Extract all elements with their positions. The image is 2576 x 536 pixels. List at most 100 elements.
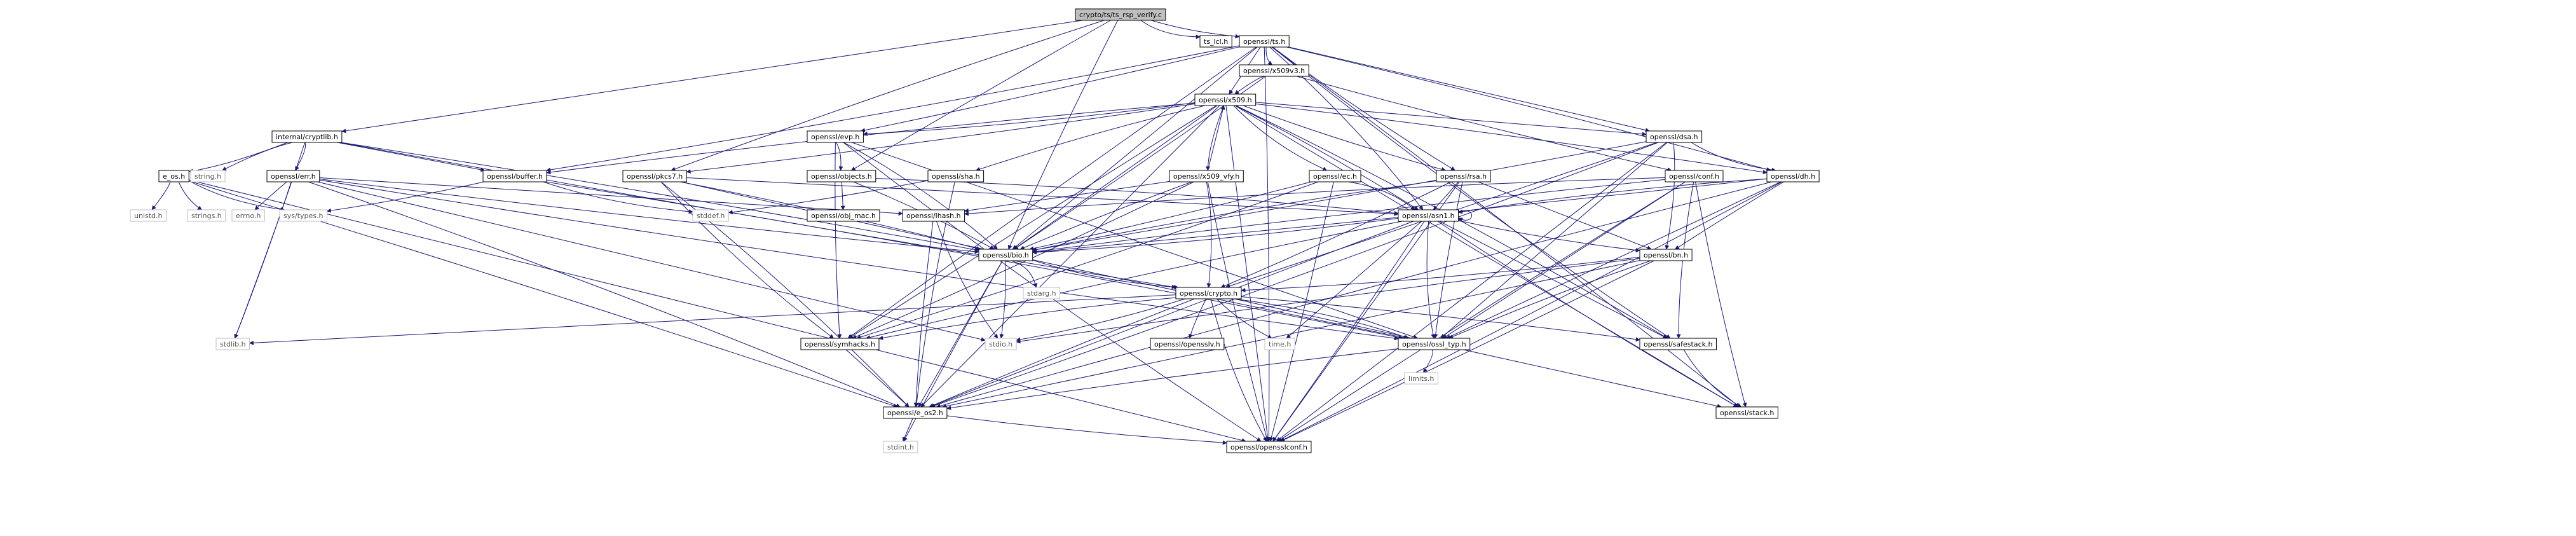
node-sha[interactable]: openssl/sha.h bbox=[927, 170, 985, 182]
edge-evp-to-objects bbox=[836, 142, 843, 171]
edge-x509-to-opensslconf bbox=[1225, 105, 1271, 442]
node-label: openssl/opensslconf.h bbox=[1230, 443, 1307, 451]
node-label: stdint.h bbox=[887, 443, 914, 451]
node-x509-vfy[interactable]: openssl/x509_vfy.h bbox=[1169, 170, 1244, 182]
edge-x509-to-pkcs7 bbox=[686, 103, 1196, 174]
edge-err-to-bio bbox=[319, 179, 979, 254]
edge-err-to-ossl-typ bbox=[319, 179, 1399, 341]
node-x509[interactable]: openssl/x509.h bbox=[1194, 93, 1257, 106]
node-sys-types: sys/types.h bbox=[279, 209, 327, 222]
edge-err-to-stdio bbox=[317, 181, 986, 342]
node-label: stdarg.h bbox=[1027, 289, 1056, 298]
edge-rsa-to-asn1 bbox=[1433, 181, 1459, 210]
node-pkcs7[interactable]: openssl/pkcs7.h bbox=[622, 170, 687, 182]
node-bio[interactable]: openssl/bio.h bbox=[978, 249, 1033, 261]
node-e-os2[interactable]: openssl/e_os2.h bbox=[883, 406, 948, 419]
node-objects[interactable]: openssl/objects.h bbox=[807, 170, 876, 182]
node-lhash[interactable]: openssl/lhash.h bbox=[902, 209, 965, 222]
edge-root-to-ts bbox=[1151, 20, 1240, 39]
node-stdarg: stdarg.h bbox=[1023, 287, 1061, 299]
node-label: strings.h bbox=[191, 212, 222, 220]
node-dh[interactable]: openssl/dh.h bbox=[1766, 170, 1820, 182]
node-err[interactable]: openssl/err.h bbox=[266, 170, 320, 182]
node-obj-mac[interactable]: openssl/obj_mac.h bbox=[807, 209, 880, 222]
edge-x509-vfy-to-lhash bbox=[964, 181, 1170, 213]
edge-err-to-e-os2 bbox=[308, 181, 901, 408]
node-evp[interactable]: openssl/evp.h bbox=[807, 130, 864, 143]
edge-rsa-to-crypto bbox=[1220, 181, 1452, 288]
node-safestack[interactable]: openssl/safestack.h bbox=[1639, 338, 1717, 350]
edge-x509v3-to-conf bbox=[1297, 76, 1672, 172]
edge-err-to-errno bbox=[254, 181, 287, 210]
edge-dsa-to-opensslconf bbox=[1276, 142, 1667, 442]
node-stdlib: stdlib.h bbox=[215, 338, 250, 350]
node-label: openssl/opensslv.h bbox=[1154, 340, 1220, 348]
edge-root-to-bio bbox=[1008, 20, 1119, 250]
edge-x509-to-ec bbox=[1233, 105, 1328, 171]
edge-err-to-lhash bbox=[319, 177, 903, 216]
node-stack[interactable]: openssl/stack.h bbox=[1715, 406, 1778, 419]
edge-buffer-to-ossl-typ bbox=[546, 181, 1403, 340]
edge-rsa-to-bn bbox=[1478, 181, 1652, 250]
node-label: openssl/ts.h bbox=[1243, 38, 1285, 46]
edge-conf-to-bio bbox=[1032, 179, 1666, 254]
edge-ts-to-dsa bbox=[1288, 46, 1650, 132]
node-crypto[interactable]: openssl/crypto.h bbox=[1175, 287, 1242, 299]
node-label: openssl/symhacks.h bbox=[805, 340, 875, 348]
edge-internal-cryptlib-to-bio bbox=[341, 142, 979, 252]
edge-asn1-to-e-os2 bbox=[929, 221, 1414, 408]
node-label: openssl/lhash.h bbox=[906, 212, 961, 220]
node-root[interactable]: crypto/ts/ts_rsp_verify.c bbox=[1075, 8, 1166, 21]
edge-bio-to-stdarg bbox=[1011, 260, 1038, 288]
node-internal-cryptlib[interactable]: internal/cryptlib.h bbox=[271, 130, 343, 143]
node-label: openssl/conf.h bbox=[1669, 172, 1719, 181]
node-opensslconf[interactable]: openssl/opensslconf.h bbox=[1226, 441, 1312, 453]
node-conf[interactable]: openssl/conf.h bbox=[1665, 170, 1724, 182]
edge-asn1-to-safestack bbox=[1439, 221, 1668, 339]
edge-ossl-typ-to-limits bbox=[1423, 349, 1433, 373]
node-label: openssl/rsa.h bbox=[1440, 172, 1487, 181]
node-ec[interactable]: openssl/ec.h bbox=[1309, 170, 1361, 182]
node-label: openssl/obj_mac.h bbox=[811, 212, 876, 220]
edge-evp-to-bio bbox=[843, 142, 998, 250]
edge-lhash-to-stdio bbox=[936, 221, 998, 339]
edge-conf-to-ossl-typ bbox=[1442, 181, 1686, 339]
edge-ts-to-opensslconf bbox=[1264, 46, 1271, 442]
edge-safestack-to-stack bbox=[1683, 349, 1742, 408]
edge-evp-to-symhacks bbox=[835, 142, 842, 339]
node-rsa[interactable]: openssl/rsa.h bbox=[1436, 170, 1491, 182]
node-asn1[interactable]: openssl/asn1.h bbox=[1398, 209, 1459, 222]
edge-pkcs7-to-asn1 bbox=[686, 177, 1399, 216]
node-ts-lcl[interactable]: ts_lcl.h bbox=[1199, 35, 1232, 48]
node-label: e_os.h bbox=[163, 172, 185, 181]
edge-dsa-to-bn bbox=[1665, 142, 1675, 250]
node-label: openssl/safestack.h bbox=[1644, 340, 1712, 348]
node-ts[interactable]: openssl/ts.h bbox=[1239, 35, 1290, 48]
node-symhacks[interactable]: openssl/symhacks.h bbox=[800, 338, 880, 350]
node-label: openssl/ossl_typ.h bbox=[1402, 340, 1466, 348]
node-buffer[interactable]: openssl/buffer.h bbox=[482, 170, 547, 182]
edge-symhacks-to-e-os2 bbox=[846, 349, 910, 408]
edge-internal-cryptlib-to-buffer bbox=[337, 142, 486, 172]
edge-bn-to-opensslconf bbox=[1280, 260, 1654, 442]
edge-asn1-to-stack bbox=[1437, 221, 1738, 408]
node-label: openssl/x509.h bbox=[1199, 96, 1252, 104]
edge-asn1-to-symhacks bbox=[866, 221, 1403, 340]
node-bn[interactable]: openssl/bn.h bbox=[1639, 249, 1693, 261]
node-label: sys/types.h bbox=[283, 212, 323, 220]
node-string: string.h bbox=[190, 170, 226, 182]
edge-pkcs7-to-ossl-typ bbox=[681, 181, 1408, 340]
node-e-os[interactable]: e_os.h bbox=[158, 170, 189, 182]
node-dsa[interactable]: openssl/dsa.h bbox=[1646, 130, 1703, 143]
node-label: unistd.h bbox=[134, 212, 163, 220]
edge-root-to-pkcs7 bbox=[671, 20, 1105, 172]
node-ossl-typ[interactable]: openssl/ossl_typ.h bbox=[1398, 338, 1471, 350]
node-x509v3[interactable]: openssl/x509v3.h bbox=[1239, 64, 1309, 77]
edge-internal-cryptlib-to-string bbox=[222, 142, 293, 171]
node-opensslv[interactable]: openssl/opensslv.h bbox=[1150, 338, 1225, 350]
edge-asn1-to-ossl-typ bbox=[1426, 221, 1436, 339]
edge-e-os-to-opensslconf bbox=[189, 179, 1246, 443]
edge-dh-to-asn1 bbox=[1457, 178, 1768, 214]
